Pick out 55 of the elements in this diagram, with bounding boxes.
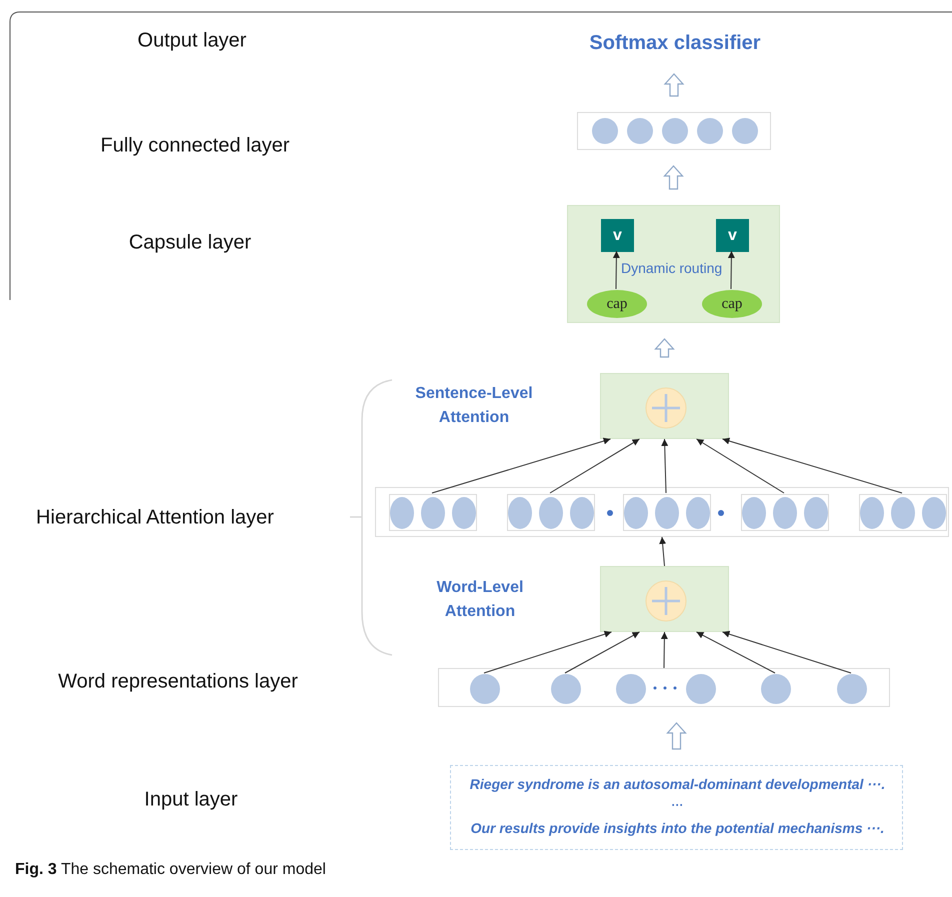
hollow-arrow <box>654 338 675 358</box>
neuron-circle <box>551 674 581 704</box>
arrow <box>484 630 612 674</box>
vector-box <box>741 494 829 531</box>
capsule-label: cap <box>720 295 744 314</box>
vector-label: v <box>612 226 623 246</box>
arrow <box>722 438 902 494</box>
capsule-label: cap <box>606 295 628 314</box>
hollow-arrow <box>666 722 687 750</box>
arrow <box>564 632 640 674</box>
vector-box <box>438 668 890 707</box>
vector-box <box>389 494 477 531</box>
vector-box <box>623 494 711 531</box>
arrow <box>661 438 668 494</box>
vector-box <box>859 494 947 531</box>
vector-box <box>716 219 749 252</box>
layer-name: Input layer <box>144 788 238 812</box>
vector-box <box>507 494 595 531</box>
layer-name: Word representations layer <box>58 670 298 694</box>
arrow <box>728 250 735 290</box>
arrow <box>550 438 640 494</box>
layer-name: Hierarchical Attention layer <box>36 506 274 530</box>
vector-box <box>375 487 949 537</box>
neuron-circle <box>686 674 716 704</box>
layer-name: Capsule layer <box>128 232 252 254</box>
attention-heading: Sentence-Level Attention <box>414 384 534 428</box>
routing-text: Dynamic routing <box>621 260 722 276</box>
neuron-circle <box>837 674 867 704</box>
neuron-circle <box>470 674 500 704</box>
sentence-text: Rieger syndrome is an autosomal-dominant developmental ···. <box>468 776 886 792</box>
neuron-circle <box>761 674 791 704</box>
arrow <box>696 438 784 494</box>
arrow <box>722 630 852 674</box>
arrow <box>432 438 611 494</box>
vector-box <box>601 219 634 252</box>
ellipsis-text: ··· <box>670 798 684 812</box>
neuron-circle <box>616 674 646 704</box>
input-text-box <box>450 765 903 850</box>
arrow <box>660 632 668 668</box>
hollow-arrow <box>663 165 684 190</box>
vector-box <box>577 112 771 150</box>
vector-box <box>600 373 729 439</box>
vector-label: v <box>727 226 738 246</box>
figure-caption: Fig. 3 The schematic overview of our model <box>15 861 326 879</box>
arrow <box>659 536 666 566</box>
hollow-arrow <box>664 73 684 97</box>
attention-heading: Word-Level Attention <box>436 578 524 622</box>
vector-box <box>600 566 729 632</box>
layer-name: Fully connected layer <box>100 134 290 158</box>
arrow <box>612 250 620 290</box>
sentence-text: Our results provide insights into the potential mechanisms ···. <box>470 820 886 836</box>
layer-name: Output layer <box>138 30 246 52</box>
arrow <box>696 632 776 674</box>
title-text: Softmax classifier <box>588 31 762 56</box>
attention-box <box>567 205 780 323</box>
